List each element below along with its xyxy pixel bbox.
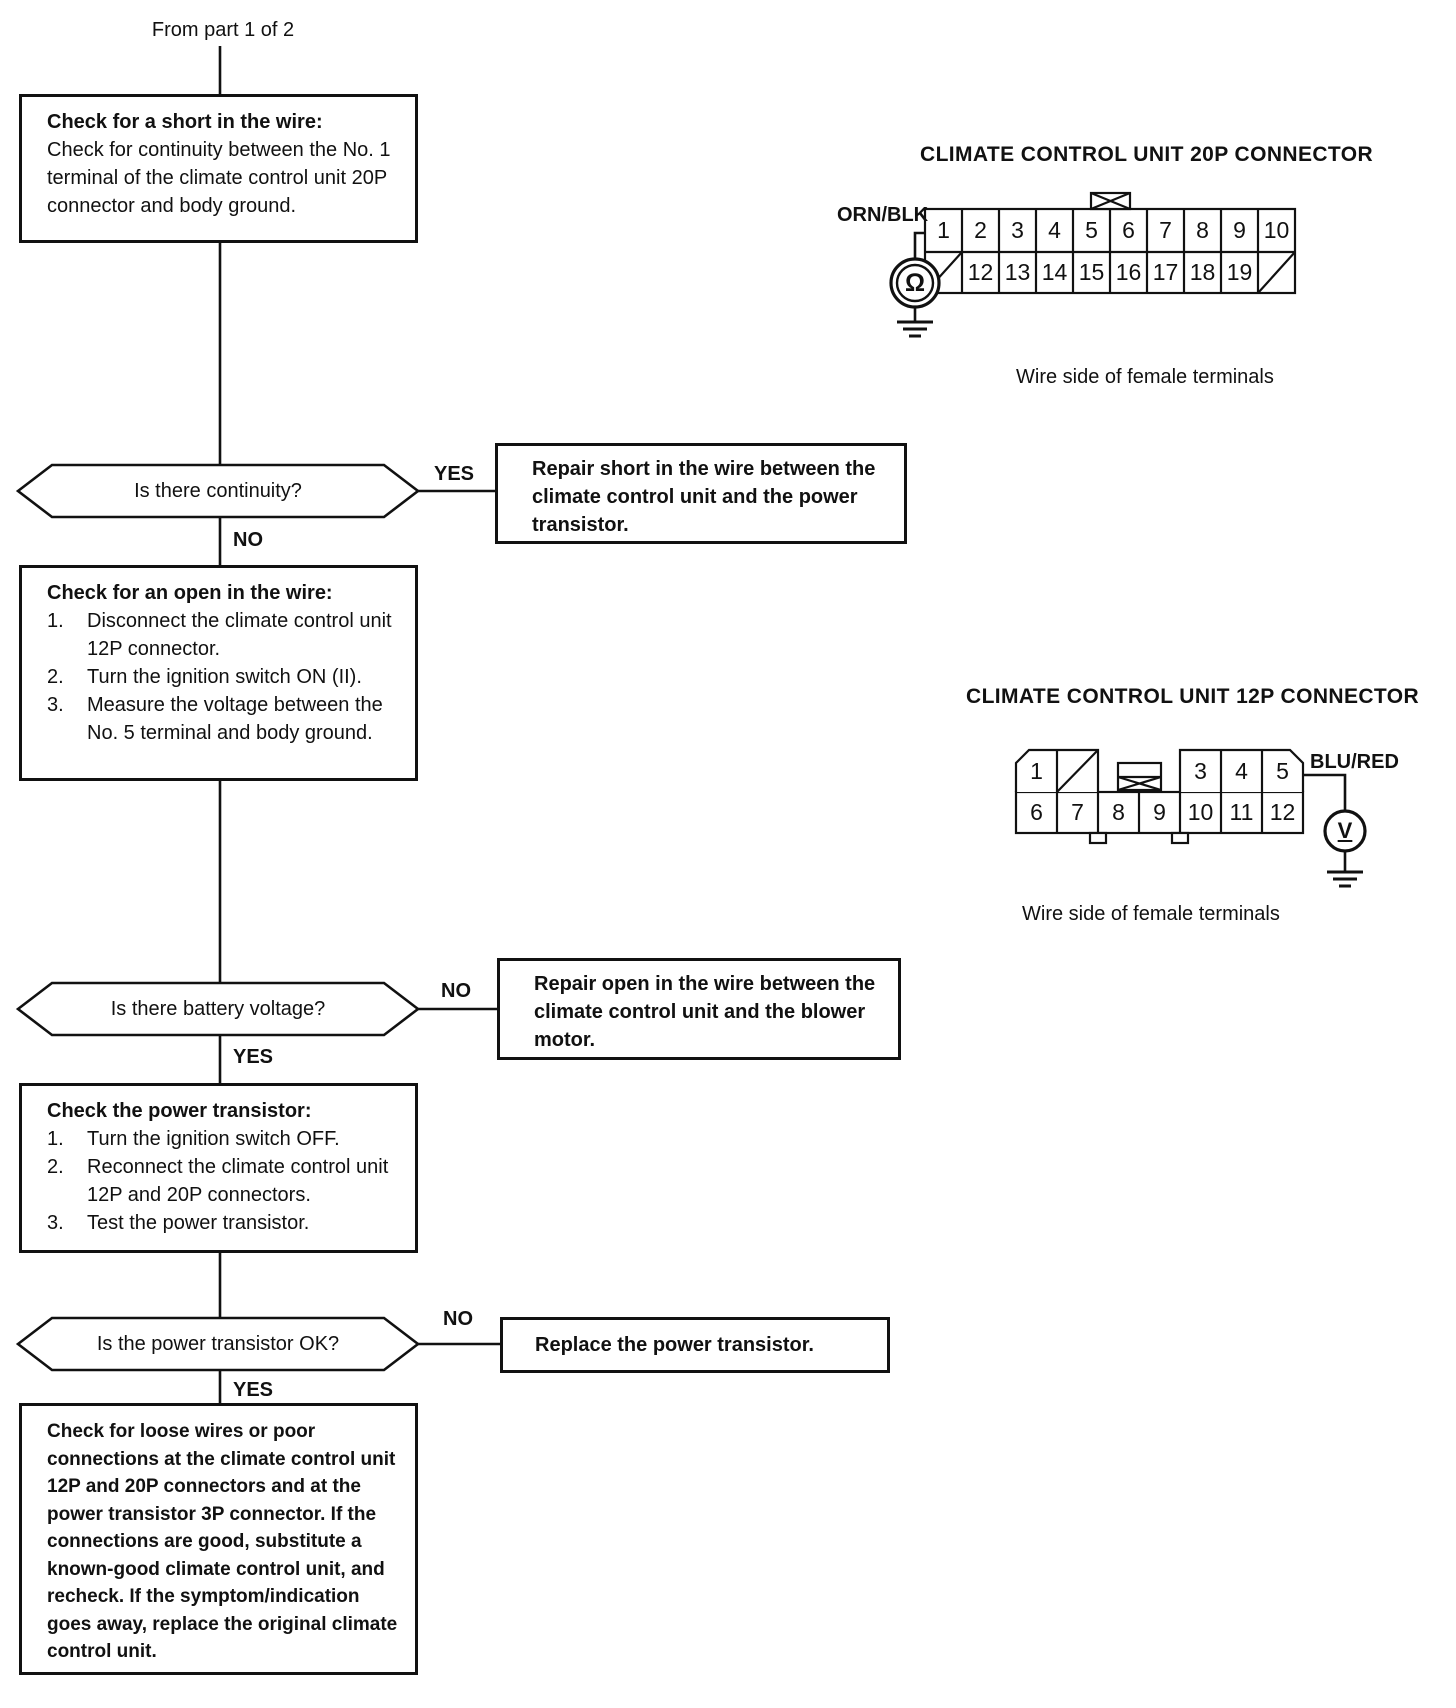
step-number: 1. bbox=[47, 1128, 64, 1150]
connector-12p-notch bbox=[1088, 831, 1108, 845]
ground-symbol-12p bbox=[1327, 870, 1363, 888]
flow-connector-lines bbox=[218, 46, 500, 1403]
terminal-cell: 3 bbox=[1011, 217, 1024, 243]
terminal-cell: 5 bbox=[1085, 217, 1098, 243]
blocked-terminal-slash bbox=[1257, 251, 1296, 294]
connector-12p-title: CLIMATE CONTROL UNIT 12P CONNECTOR bbox=[966, 685, 1420, 708]
terminal-cell: 2 bbox=[974, 217, 987, 243]
decision-continuity: Is there continuity? bbox=[134, 480, 302, 502]
terminal-cell: 8 bbox=[1196, 217, 1209, 243]
terminal-cell: 1 bbox=[1030, 757, 1043, 784]
step-text: Disconnect the climate control unit 12P … bbox=[87, 610, 392, 660]
ohmmeter-icon bbox=[889, 257, 941, 309]
no-branch-label: NO bbox=[443, 1308, 473, 1330]
terminal-cell: 17 bbox=[1152, 259, 1179, 285]
ohmmeter-probe-wire bbox=[913, 231, 925, 322]
step-item: 1. Turn the ignition switch OFF. bbox=[47, 1125, 401, 1153]
process-box-check-open: Check for an open in the wire: 1. Discon… bbox=[19, 565, 418, 781]
terminal-cell: 18 bbox=[1189, 259, 1216, 285]
yes-branch-label: YES bbox=[233, 1046, 274, 1068]
connector-12p-notch bbox=[1170, 831, 1190, 845]
connector-12p-caption: Wire side of female terminals bbox=[1022, 903, 1280, 925]
terminal-cell: 6 bbox=[1030, 799, 1043, 825]
terminal-cell: 1 bbox=[937, 217, 950, 243]
no-branch-label: NO bbox=[233, 529, 263, 551]
box-title: Check for a short in the wire: bbox=[47, 111, 323, 133]
terminal-cell: 4 bbox=[1235, 757, 1248, 784]
terminal-cell: 6 bbox=[1122, 217, 1135, 243]
wire-color-label-orn-blk: ORN/BLK bbox=[837, 204, 929, 226]
connector-20p-title: CLIMATE CONTROL UNIT 20P CONNECTOR bbox=[920, 143, 1374, 166]
no-branch-label: NO bbox=[441, 980, 471, 1002]
process-box-check-transistor: Check the power transistor: 1. Turn the … bbox=[19, 1083, 418, 1253]
action-text: Repair open in the wire between the clim… bbox=[534, 973, 876, 1051]
terminal-cell: 4 bbox=[1048, 217, 1061, 243]
wire-color-label-blu-red: BLU/RED bbox=[1310, 751, 1399, 773]
blocked-terminal-slash bbox=[1056, 749, 1099, 793]
box-title: Check the power transistor: bbox=[47, 1100, 312, 1122]
terminal-cell: 5 bbox=[1276, 757, 1289, 784]
process-box-check-short: Check for a short in the wire: Check for… bbox=[19, 94, 418, 243]
step-text: Measure the voltage between the No. 5 te… bbox=[87, 694, 383, 744]
terminal-cell: 19 bbox=[1226, 259, 1253, 285]
terminal-cell: 12 bbox=[967, 259, 994, 285]
connector-20p-keyway-icon bbox=[1089, 191, 1132, 211]
terminal-cell: 11 bbox=[1229, 799, 1254, 825]
step-item: 2. Reconnect the climate control unit 12… bbox=[47, 1153, 401, 1209]
ground-symbol-20p bbox=[897, 320, 933, 338]
action-text: Replace the power transistor. bbox=[535, 1334, 814, 1356]
final-instructions-text: Check for loose wires or poor connection… bbox=[47, 1421, 398, 1662]
terminal-cell: 16 bbox=[1115, 259, 1142, 285]
terminal-cell: 7 bbox=[1071, 799, 1084, 825]
connector-12p-keyway-icon bbox=[1116, 761, 1163, 792]
terminal-cell: 14 bbox=[1041, 259, 1068, 285]
step-text: Test the power transistor. bbox=[87, 1212, 310, 1234]
step-text: Turn the ignition switch ON (II). bbox=[87, 666, 362, 688]
decision-battery-voltage: Is there battery voltage? bbox=[110, 998, 326, 1020]
terminal-cell: 8 bbox=[1112, 799, 1125, 825]
terminal-cell: 9 bbox=[1153, 799, 1166, 825]
step-item: 1. Disconnect the climate control unit 1… bbox=[47, 607, 401, 663]
terminal-cell: 12 bbox=[1269, 799, 1296, 825]
terminal-cell: 10 bbox=[1187, 799, 1214, 825]
yes-branch-label: YES bbox=[233, 1379, 274, 1401]
decision-hexagons bbox=[15, 463, 421, 1372]
step-number: 2. bbox=[47, 666, 64, 688]
step-item: 2. Turn the ignition switch ON (II). bbox=[47, 663, 401, 691]
decision-transistor-ok: Is the power transistor OK? bbox=[96, 1333, 340, 1355]
terminal-cell: 15 bbox=[1078, 259, 1105, 285]
step-item: 3. Measure the voltage between the No. 5… bbox=[47, 691, 401, 747]
decision3-hexagon bbox=[15, 1316, 421, 1372]
yes-branch-label: YES bbox=[434, 463, 475, 485]
action-box-repair-open: Repair open in the wire between the clim… bbox=[497, 958, 901, 1060]
connector-20p-caption: Wire side of female terminals bbox=[1016, 366, 1274, 388]
action-box-replace-transistor: Replace the power transistor. bbox=[500, 1317, 890, 1373]
from-part-label: From part 1 of 2 bbox=[151, 19, 295, 41]
terminal-cell: 10 bbox=[1263, 217, 1290, 243]
box-body: Check for continuity between the No. 1 t… bbox=[47, 139, 391, 217]
action-box-repair-short: Repair short in the wire between the cli… bbox=[495, 443, 907, 544]
box-title: Check for an open in the wire: bbox=[47, 582, 333, 604]
step-text: Turn the ignition switch OFF. bbox=[87, 1128, 340, 1150]
action-text: Repair short in the wire between the cli… bbox=[532, 458, 876, 536]
step-number: 1. bbox=[47, 610, 64, 632]
step-number: 2. bbox=[47, 1156, 64, 1178]
decision1-hexagon bbox=[15, 463, 421, 519]
ohmmeter-symbol: Ω bbox=[904, 268, 926, 297]
terminal-cell: 3 bbox=[1194, 757, 1207, 784]
voltmeter-symbol: V bbox=[1337, 818, 1353, 843]
connector-12p-grid bbox=[1014, 748, 1305, 845]
step-number: 3. bbox=[47, 1212, 64, 1234]
step-item: 3. Test the power transistor. bbox=[47, 1209, 401, 1237]
step-number: 3. bbox=[47, 694, 64, 716]
step-text: Reconnect the climate control unit 12P a… bbox=[87, 1156, 389, 1206]
decision2-hexagon bbox=[15, 981, 421, 1037]
terminal-cell: 13 bbox=[1004, 259, 1031, 285]
terminal-cell: 7 bbox=[1159, 217, 1172, 243]
process-box-final-check: Check for loose wires or poor connection… bbox=[19, 1403, 418, 1675]
voltmeter-probe-wire bbox=[1303, 773, 1347, 872]
terminal-cell: 9 bbox=[1233, 217, 1246, 243]
voltmeter-icon bbox=[1323, 809, 1367, 853]
